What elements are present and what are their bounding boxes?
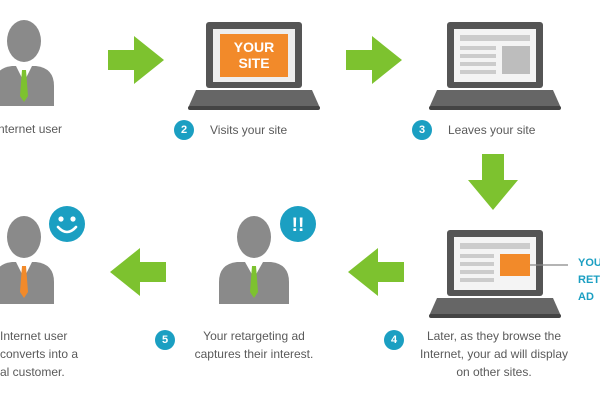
step-3-caption-line1: Leaves your site xyxy=(448,123,536,137)
exclamation-badge-icon: !! xyxy=(280,206,316,242)
ad-callout-label: YOU RET AD xyxy=(578,257,600,303)
ad-callout-line2: RET xyxy=(578,274,600,286)
person-interest-icon xyxy=(219,216,289,304)
laptop-ad-icon xyxy=(429,230,568,318)
person-icon xyxy=(0,20,54,106)
laptop-webpage-icon xyxy=(429,22,561,110)
step-6-caption-line3: al customer. xyxy=(0,365,65,379)
step-6-caption-line2: converts into a xyxy=(0,347,79,361)
person-happy-icon xyxy=(0,216,54,304)
step-2-caption-line1: Visits your site xyxy=(210,123,288,137)
step-6-caption: Internet user converts into a al custome… xyxy=(0,327,78,381)
step-3-caption: Leaves your site xyxy=(448,121,535,139)
step-4-caption-line3: on other sites. xyxy=(456,365,532,379)
arrow-right-icon xyxy=(108,36,164,84)
step-1-caption-line1: nternet user xyxy=(0,122,63,136)
step-4-number-badge: 4 xyxy=(384,330,404,350)
arrow-left-icon xyxy=(110,248,166,296)
step-5-number-badge: 5 xyxy=(155,330,175,350)
arrow-down-icon xyxy=(468,154,518,210)
exclamation-badge-text: !! xyxy=(292,215,305,236)
ad-callout-line1: YOU xyxy=(578,257,600,269)
step-3-number-badge: 3 xyxy=(412,120,432,140)
step-5-caption-line1: Your retargeting ad xyxy=(203,329,305,343)
smiley-badge-icon xyxy=(49,206,85,242)
step-1-caption: nternet user xyxy=(0,120,62,138)
your-site-label-line1: YOUR xyxy=(234,39,274,55)
step-5-caption-line2: captures their interest. xyxy=(194,347,314,361)
step-2-number-badge: 2 xyxy=(174,120,194,140)
step-4-caption-line1: Later, as they browse the xyxy=(426,329,562,343)
step-5-caption: Your retargeting ad captures their inter… xyxy=(186,327,322,363)
your-site-label-line2: SITE xyxy=(238,55,269,71)
arrow-left-icon xyxy=(348,248,404,296)
ad-callout-line3: AD xyxy=(578,291,594,303)
step-4-caption-line2: Internet, your ad will display xyxy=(419,347,569,361)
arrow-right-icon xyxy=(346,36,402,84)
step-2-caption: Visits your site xyxy=(210,121,287,139)
laptop-your-site-icon: YOUR SITE xyxy=(188,22,320,110)
step-6-caption-line1: Internet user xyxy=(0,329,68,343)
step-4-caption: Later, as they browse the Internet, your… xyxy=(408,327,580,381)
